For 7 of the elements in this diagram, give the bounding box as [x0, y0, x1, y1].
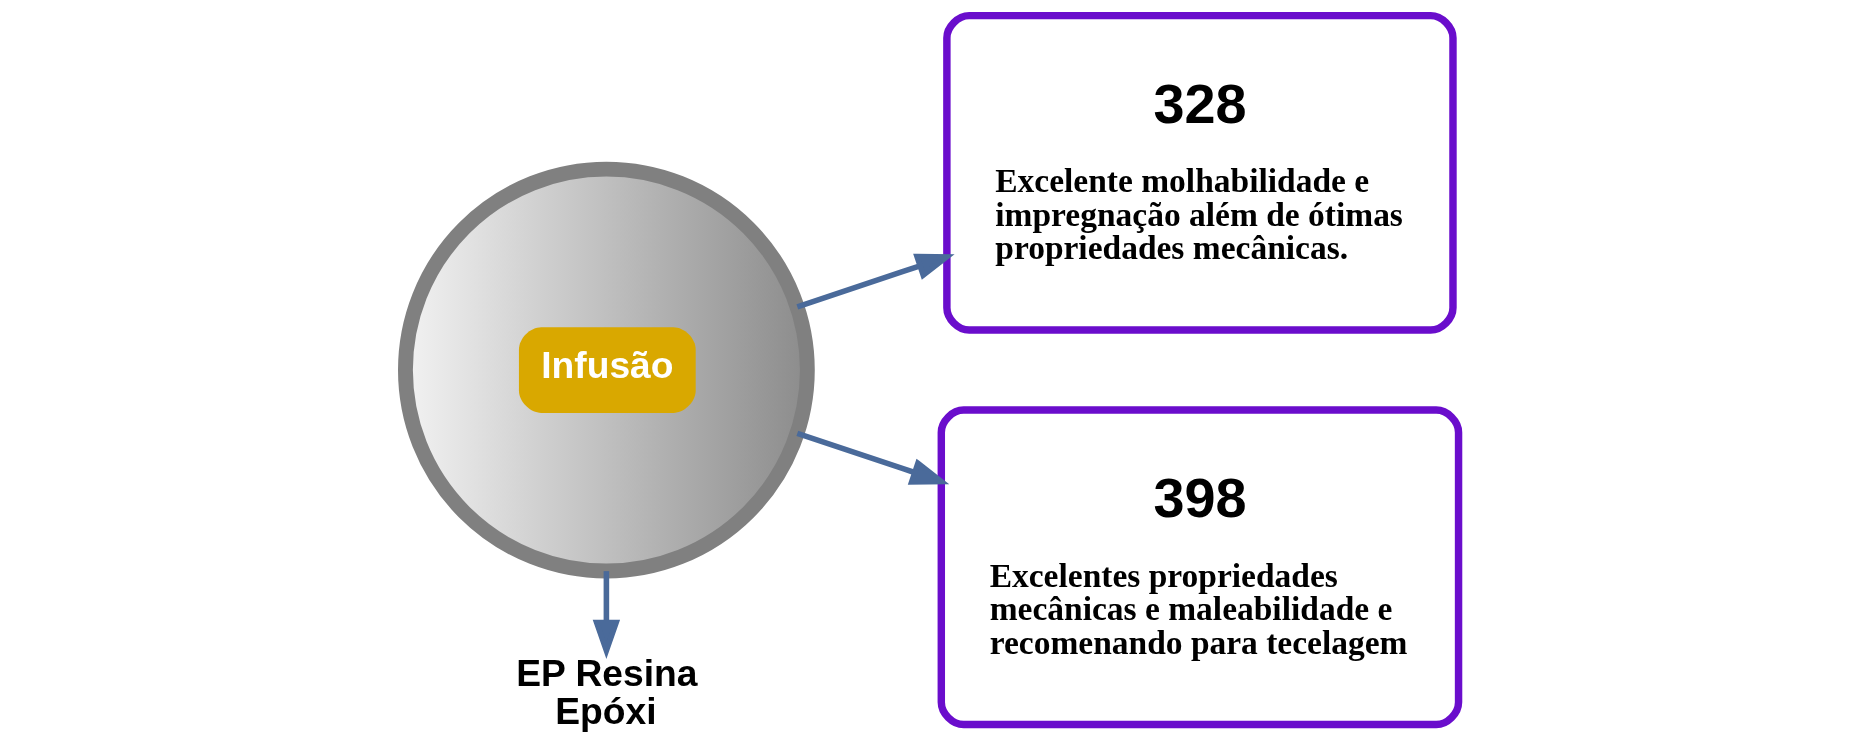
arrow — [592, 571, 621, 659]
node-text: EP Resina Epóxi — [516, 652, 698, 732]
node-box: 398 Excelentes propriedades mecânicas e maleabilidade e recomenando para tecelagem — [937, 406, 1463, 729]
node-box: 328 Excelente molhabilidade e impregnação além de ótimas propriedades mecânicas. — [943, 11, 1457, 334]
arrow — [796, 430, 950, 485]
arrow — [796, 253, 955, 310]
node-circle: Infusão — [398, 161, 815, 579]
